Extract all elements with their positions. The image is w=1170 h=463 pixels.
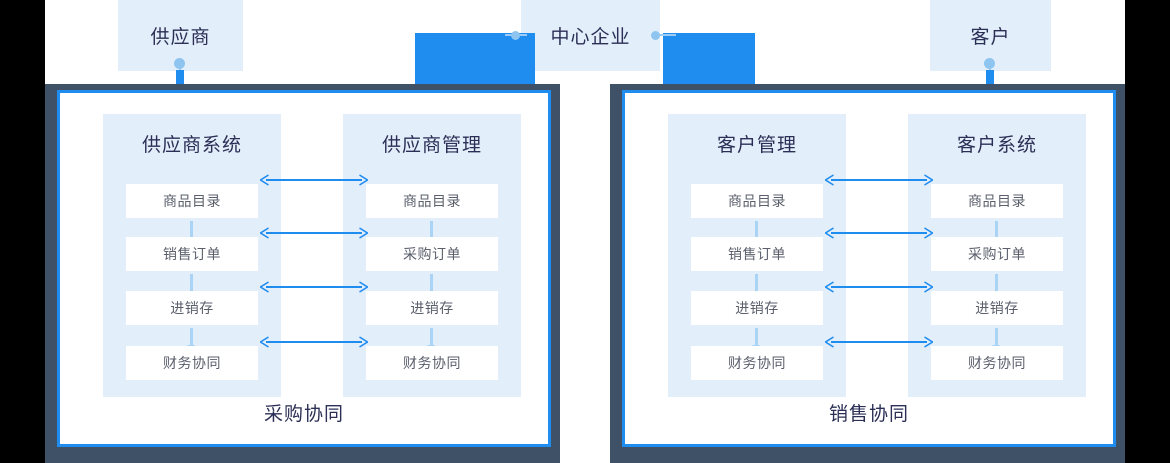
cell-customer-system-1[interactable]: 采购订单 — [931, 237, 1063, 271]
bidirectional-arrow-sales-2 — [825, 281, 933, 293]
arrow-head-left-icon — [825, 174, 834, 186]
actor-label-supplier: 供应商 — [150, 27, 211, 48]
cell-customer-system-2[interactable]: 进销存 — [931, 291, 1063, 325]
arrow-head-right-icon — [924, 227, 933, 239]
bidirectional-arrow-sales-0 — [825, 174, 933, 186]
arrow-head-right-icon — [924, 174, 933, 186]
column-customer-system: 客户系统 商品目录 采购订单 进销存 财务协同 — [908, 114, 1086, 397]
column-customer-management: 客户管理 商品目录 销售订单 进销存 财务协同 — [668, 114, 846, 397]
panel-sales-inner: 客户管理 商品目录 销售订单 进销存 财务协同 客户系统 商品目录 — [622, 90, 1116, 447]
cell-supplier-system-1[interactable]: 销售订单 — [126, 237, 258, 271]
panel-label-sales: 销售协同 — [828, 404, 909, 425]
supplier-connector-dot-top — [174, 58, 185, 69]
connector-slab-left — [415, 33, 535, 88]
arrow-head-right-icon — [924, 281, 933, 293]
bidirectional-arrow-procurement-2 — [260, 281, 368, 293]
column-title-supplier-management: 供应商管理 — [381, 135, 482, 156]
arrow-head-left-icon — [825, 281, 834, 293]
panel-label-procurement: 采购协同 — [263, 404, 344, 425]
column-supplier-system: 供应商系统 商品目录 销售订单 进销存 财务协同 — [103, 114, 281, 397]
actor-chip-center-enterprise: 中心企业 — [521, 0, 660, 71]
cell-supplier-system-0[interactable]: 商品目录 — [126, 184, 258, 218]
center-link-dot-right — [651, 31, 660, 40]
arrow-head-right-icon — [359, 281, 368, 293]
cell-customer-system-3[interactable]: 财务协同 — [931, 346, 1063, 380]
arrow-head-right-icon — [924, 336, 933, 348]
arrow-head-left-icon — [825, 227, 834, 239]
center-link-line-right — [654, 34, 676, 36]
arrow-head-left-icon — [260, 227, 269, 239]
bidirectional-arrow-procurement-1 — [260, 227, 368, 239]
column-title-customer-management: 客户管理 — [716, 135, 797, 156]
cell-customer-management-0[interactable]: 商品目录 — [691, 184, 823, 218]
bidirectional-arrow-sales-1 — [825, 227, 933, 239]
cell-customer-management-2[interactable]: 进销存 — [691, 291, 823, 325]
customer-connector-dot-top — [984, 58, 995, 69]
cell-supplier-management-0[interactable]: 商品目录 — [366, 184, 498, 218]
arrow-head-left-icon — [260, 281, 269, 293]
connector-slab-right — [663, 33, 755, 88]
column-supplier-management: 供应商管理 商品目录 采购订单 进销存 财务协同 — [343, 114, 521, 397]
arrow-head-left-icon — [260, 336, 269, 348]
panel-procurement-inner: 供应商系统 商品目录 销售订单 进销存 财务协同 供应商管理 商品目录 — [57, 90, 551, 447]
arrow-head-right-icon — [359, 174, 368, 186]
actor-label-center-enterprise: 中心企业 — [550, 27, 631, 48]
bidirectional-arrow-procurement-0 — [260, 174, 368, 186]
actor-label-customer: 客户 — [970, 27, 1011, 48]
cell-supplier-management-2[interactable]: 进销存 — [366, 291, 498, 325]
cell-customer-management-1[interactable]: 销售订单 — [691, 237, 823, 271]
bidirectional-arrow-sales-3 — [825, 336, 933, 348]
panel-sales: 客户管理 商品目录 销售订单 进销存 财务协同 客户系统 商品目录 — [610, 84, 1125, 463]
center-link-dot-left — [511, 31, 520, 40]
cell-customer-management-3[interactable]: 财务协同 — [691, 346, 823, 380]
cell-supplier-management-1[interactable]: 采购订单 — [366, 237, 498, 271]
panel-procurement: 供应商系统 商品目录 销售订单 进销存 财务协同 供应商管理 商品目录 — [45, 84, 560, 463]
arrow-head-left-icon — [260, 174, 269, 186]
cell-customer-system-0[interactable]: 商品目录 — [931, 184, 1063, 218]
column-title-customer-system: 客户系统 — [956, 135, 1037, 156]
arrow-head-right-icon — [359, 227, 368, 239]
cell-supplier-management-3[interactable]: 财务协同 — [366, 346, 498, 380]
arrow-head-right-icon — [359, 336, 368, 348]
column-title-supplier-system: 供应商系统 — [141, 135, 242, 156]
arrow-head-left-icon — [825, 336, 834, 348]
bidirectional-arrow-procurement-3 — [260, 336, 368, 348]
cell-supplier-system-2[interactable]: 进销存 — [126, 291, 258, 325]
cell-supplier-system-3[interactable]: 财务协同 — [126, 346, 258, 380]
